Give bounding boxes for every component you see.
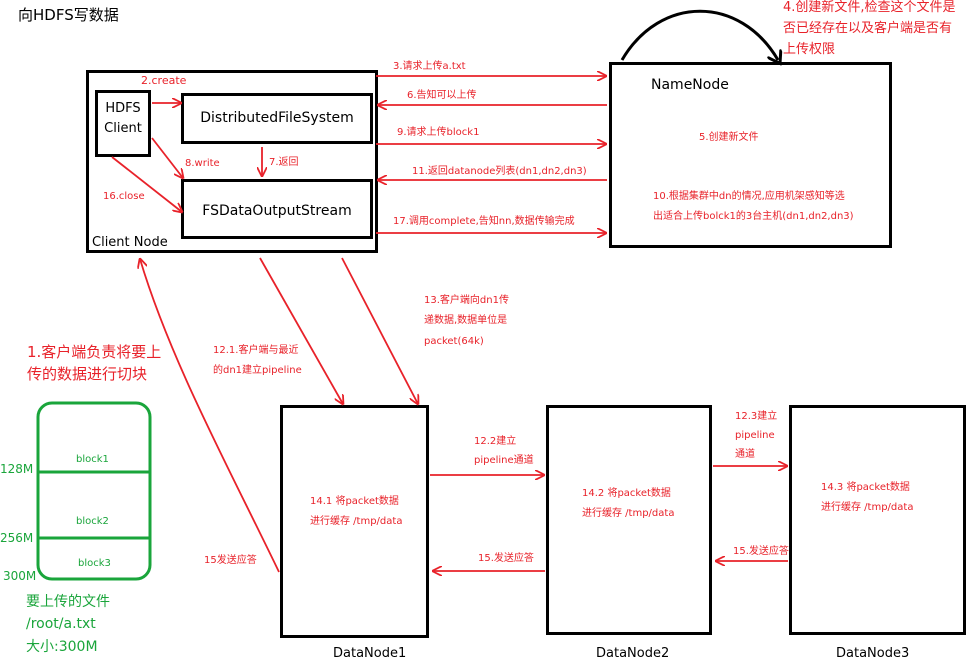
datanode1-name: DataNode1 <box>333 646 407 661</box>
arrow-transfer-dn1 <box>341 257 418 404</box>
label-create: 2.create <box>141 74 187 87</box>
fsdos-label: FSDataOutputStream <box>202 203 352 219</box>
label-transfer-line2: 递数据,数据单位是 <box>424 315 508 326</box>
arrow-pipeline-dn1 <box>259 257 343 404</box>
datanode3-box: 14.3 将packet数据 进行缓存 /tmp/data <box>789 405 966 635</box>
label-close: 16.close <box>103 191 145 202</box>
hdfs-client-label: HDFS Client <box>104 101 142 137</box>
datanode2-line2: 进行缓存 /tmp/data <box>582 508 675 519</box>
arrow-write <box>151 137 183 178</box>
size-256m: 256M <box>0 531 34 545</box>
label-return-list: 11.返回datanode列表(dn1,dn2,dn3) <box>412 166 587 177</box>
arrow-check-permission <box>620 9 778 60</box>
namenode-step5: 5.创建新文件 <box>699 132 759 143</box>
datanode3-name: DataNode3 <box>836 646 910 661</box>
arrow-close <box>111 156 182 212</box>
block2-label: block2 <box>76 516 109 527</box>
hdfs-client-box: HDFS Client <box>95 90 151 157</box>
label-pipeline-dn1-line1: 12.1.客户端与最近 <box>213 345 299 356</box>
label-pipeline-dn1-line2: 的dn1建立pipeline <box>213 365 302 376</box>
datanode2-name: DataNode2 <box>596 646 670 661</box>
step4-line1: 4.创建新文件,检查这个文件是 <box>783 0 956 15</box>
label-transfer-line1: 13.客户端向dn1传 <box>424 295 509 306</box>
datanode1-line2: 进行缓存 /tmp/data <box>310 516 403 527</box>
step4-line3: 上传权限 <box>783 42 836 57</box>
label-pipeline-dn3-line2: pipeline <box>735 430 775 441</box>
arrow-ack-client <box>140 259 280 573</box>
namenode-step10-line1: 10.根据集群中dn的情况,应用机架感知等选 <box>653 191 845 202</box>
datanode3-line1: 14.3 将packet数据 <box>821 482 910 493</box>
label-pipeline-dn3-line1: 12.3建立 <box>735 411 778 422</box>
label-ack-client: 15发送应答 <box>204 555 257 566</box>
dfs-box: DistributedFileSystem <box>181 93 373 144</box>
file-label-line3: 大小:300M <box>26 639 98 655</box>
split-note-line2: 传的数据进行切块 <box>27 365 148 383</box>
namenode-step10-line2: 出适合上传bolck1的3台主机(dn1,dn2,dn3) <box>653 211 854 222</box>
size-128m: 128M <box>0 462 34 476</box>
file-label-line1: 要上传的文件 <box>26 594 110 610</box>
page-title: 向HDFS写数据 <box>18 6 119 24</box>
client-node-label: Client Node <box>92 235 168 250</box>
label-pipeline-dn3-line3: 通道 <box>735 449 755 460</box>
block1-label: block1 <box>76 454 109 465</box>
label-complete: 17.调用complete,告知nn,数据传输完成 <box>393 216 575 227</box>
datanode3-line2: 进行缓存 /tmp/data <box>821 502 914 513</box>
label-can-upload: 6.告知可以上传 <box>407 90 477 101</box>
label-pipeline-dn2-line2: pipeline通道 <box>474 455 534 466</box>
label-transfer-line3: packet(64k) <box>424 336 484 347</box>
namenode-box: NameNode 5.创建新文件 10.根据集群中dn的情况,应用机架感知等选 … <box>609 62 892 248</box>
data-file-shape <box>36 401 152 581</box>
label-pipeline-dn2-line1: 12.2建立 <box>474 436 517 447</box>
datanode2-line1: 14.2 将packet数据 <box>582 488 671 499</box>
block3-label: block3 <box>78 558 111 569</box>
label-req-upload: 3.请求上传a.txt <box>393 61 466 72</box>
datanode1-box: 14.1 将packet数据 进行缓存 /tmp/data <box>280 405 429 638</box>
label-write: 8.write <box>185 158 220 169</box>
step4-line2: 否已经存在以及客户端是否有 <box>783 21 953 36</box>
label-ack-dn2-dn1: 15.发送应答 <box>478 553 534 564</box>
datanode2-box: 14.2 将packet数据 进行缓存 /tmp/data <box>546 405 712 635</box>
split-note-line1: 1.客户端负责将要上 <box>27 343 162 361</box>
label-return: 7.返回 <box>269 157 299 168</box>
size-300m: 300M <box>3 569 37 583</box>
namenode-label: NameNode <box>651 77 729 93</box>
dfs-label: DistributedFileSystem <box>200 110 354 126</box>
file-label-line2: /root/a.txt <box>26 616 96 632</box>
label-req-block: 9.请求上传block1 <box>397 127 480 138</box>
label-ack-dn3-dn2: 15.发送应答 <box>733 546 789 557</box>
datanode1-line1: 14.1 将packet数据 <box>310 496 399 507</box>
